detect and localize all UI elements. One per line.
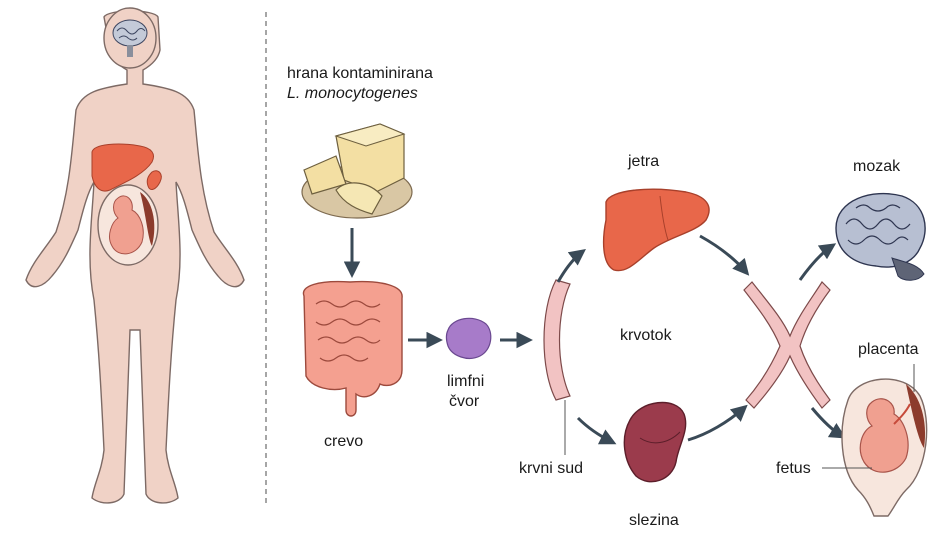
lymph-label-line1: limfni: [447, 372, 484, 391]
human-body-figure: [26, 8, 244, 503]
arrow-vessel-to-fetus: [812, 408, 842, 436]
blood-vessel-left: [544, 280, 570, 455]
placenta-label: placenta: [858, 340, 919, 359]
food-label-line2: L. monocytogenes: [287, 84, 418, 103]
lymph-node-icon: [447, 318, 491, 358]
lymph-label-line2: čvor: [449, 392, 479, 411]
bloodstream-label: krvotok: [620, 326, 672, 345]
blood-vessel-right: [744, 282, 830, 408]
contaminated-food-cheese: [302, 124, 412, 218]
brain-icon: [836, 194, 925, 281]
arrow-vessel-to-brain: [800, 246, 832, 280]
spleen-label: slezina: [629, 511, 679, 530]
arrow-liver-to-vessel: [700, 236, 746, 272]
liver-label: jetra: [628, 152, 659, 171]
blood-vessel-label: krvni sud: [519, 459, 583, 478]
intestine-label: crevo: [324, 432, 363, 451]
food-label-line1: hrana kontaminirana: [287, 64, 433, 83]
liver-icon: [604, 189, 709, 270]
fetus-label: fetus: [776, 459, 811, 478]
brain-label: mozak: [853, 157, 900, 176]
arrow-vessel-to-liver: [558, 252, 582, 282]
uterus-fetus-icon: [822, 364, 927, 516]
spleen-icon: [624, 403, 685, 482]
arrow-spleen-to-vessel: [688, 408, 744, 440]
intestine-icon: [303, 282, 402, 416]
arrow-vessel-to-spleen: [578, 418, 612, 442]
